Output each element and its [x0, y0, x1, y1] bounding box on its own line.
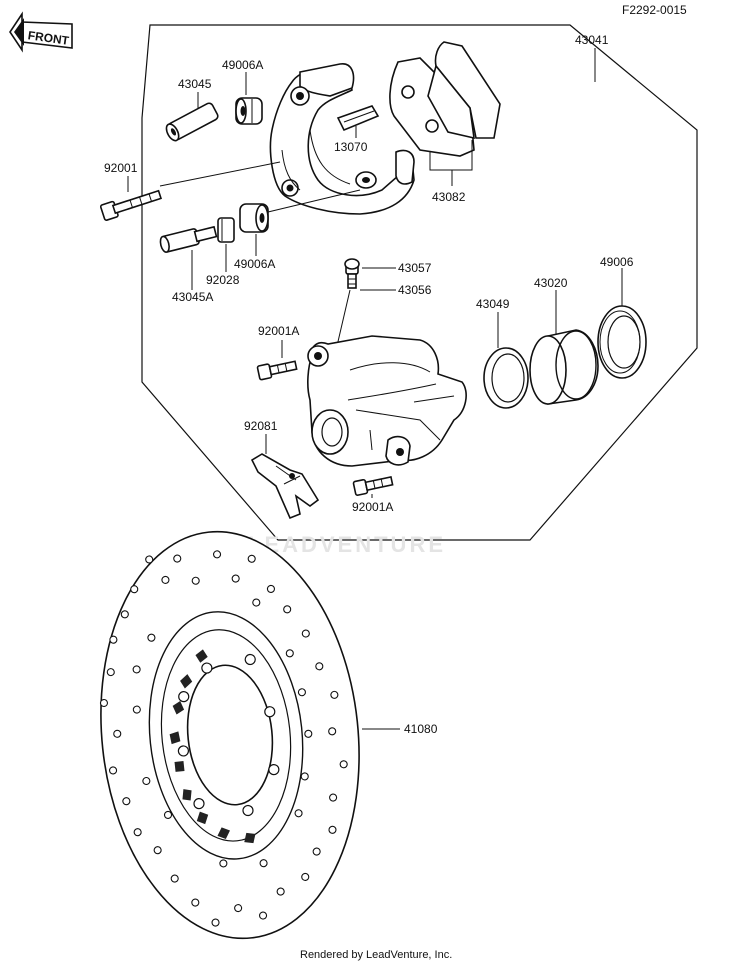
- lower-pin-axis: [267, 189, 361, 213]
- label-43045: 43045: [178, 77, 212, 91]
- label-92001: 92001: [104, 161, 138, 175]
- seal-ring-43049: [483, 347, 529, 409]
- label-49006A-top: 49006A: [222, 58, 263, 72]
- label-92081: 92081: [244, 419, 278, 433]
- bolt-92001: [99, 189, 163, 221]
- bolt-92001A-top: [256, 360, 298, 381]
- label-92001A-top: 92001A: [258, 324, 299, 338]
- label-49006: 49006: [600, 255, 634, 269]
- sleeve-92028: [217, 217, 235, 243]
- label-43082: 43082: [432, 190, 466, 204]
- spring-plate-13070: [336, 105, 380, 132]
- label-49006A-bottom: 49006A: [234, 257, 275, 271]
- label-43056: 43056: [398, 283, 432, 297]
- watermark: LEADVENTURE: [248, 532, 446, 557]
- pin-43045A: [159, 225, 218, 253]
- boot-49006A-bottom: [239, 203, 269, 233]
- label-43020: 43020: [534, 276, 568, 290]
- pad-spring-92081: [250, 453, 320, 520]
- caliper-assembly-outline: [141, 24, 698, 541]
- label-13070: 13070: [334, 140, 368, 154]
- label-43045A: 43045A: [172, 290, 213, 304]
- diagram-code: F2292-0015: [622, 3, 687, 17]
- dust-seal-49006: [597, 305, 647, 379]
- front-arrow: FRONT: [9, 11, 73, 53]
- brake-pads-43082: [389, 41, 501, 157]
- label-43041: 43041: [575, 33, 609, 47]
- label-41080: 41080: [404, 722, 438, 736]
- bolt-92001-axis: [159, 161, 281, 187]
- leader-43082: [429, 140, 473, 171]
- piston-43020: [529, 329, 599, 405]
- caliper-bracket: [269, 63, 415, 215]
- caliper-body: [307, 335, 467, 467]
- label-92001A-bottom: 92001A: [352, 500, 393, 514]
- brake-disc-41080: [99, 530, 360, 940]
- boot-49006A-top: [235, 97, 263, 125]
- label-43049: 43049: [476, 297, 510, 311]
- front-arrow-label: FRONT: [27, 28, 71, 48]
- label-43057: 43057: [398, 261, 432, 275]
- bolt-92001A-bottom: [352, 475, 394, 496]
- bleeder-cap-43057: [344, 258, 360, 270]
- pin-43045: [165, 102, 219, 142]
- footer-credit: Rendered by LeadVenture, Inc.: [300, 949, 452, 961]
- label-92028: 92028: [206, 273, 240, 287]
